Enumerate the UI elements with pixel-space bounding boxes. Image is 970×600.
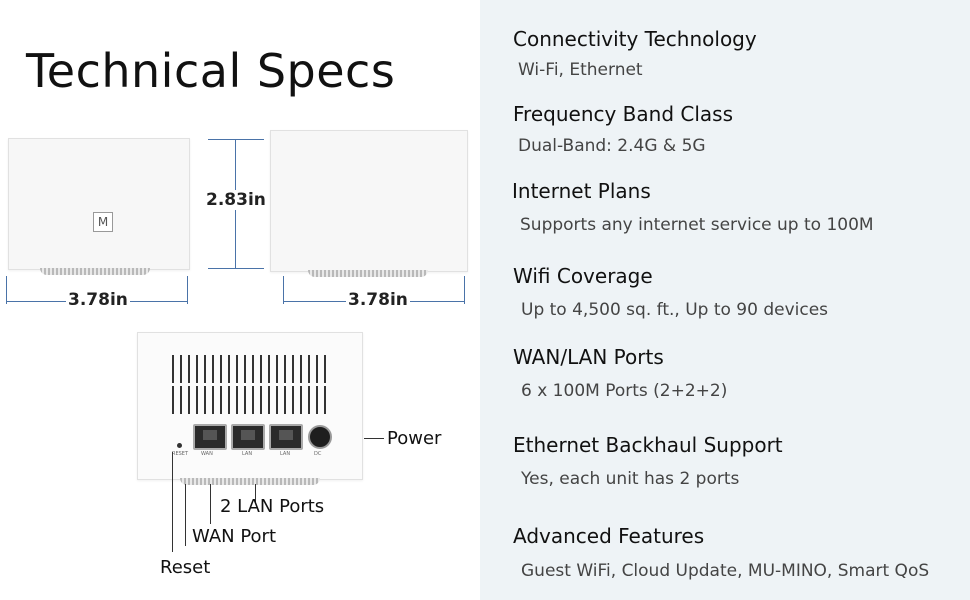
reset-callout-line — [172, 452, 173, 552]
port-label-lan: LAN — [242, 451, 253, 457]
spec-heading: Connectivity Technology — [513, 27, 757, 51]
dimension-tick — [6, 276, 7, 304]
spec-value: Wi-Fi, Ethernet — [518, 60, 643, 80]
spec-heading: Wifi Coverage — [513, 264, 653, 288]
power-callout-line — [364, 438, 384, 439]
power-callout: Power — [387, 428, 442, 449]
dimension-tick — [187, 276, 188, 304]
dc-power-jack-icon — [308, 425, 332, 449]
spec-heading: Advanced Features — [513, 524, 705, 548]
brand-logo-icon: M — [93, 212, 113, 232]
lan-ports-callout: 2 LAN Ports — [220, 496, 325, 517]
height-dimension-label: 2.83in — [204, 190, 268, 210]
side-width-dimension-label: 3.78in — [346, 290, 410, 310]
product-illustration-panel: Technical Specs M 2.83in 3.78in 3.78in R… — [0, 0, 480, 600]
front-width-dimension-label: 3.78in — [66, 290, 130, 310]
port-label-reset: RESET — [172, 451, 189, 457]
router-base-vent — [40, 268, 150, 275]
spec-heading: WAN/LAN Ports — [513, 345, 664, 369]
dimension-tick — [464, 276, 465, 304]
spec-value: 6 x 100M Ports (2+2+2) — [521, 381, 728, 401]
router-front-view — [8, 138, 190, 270]
vent-slots — [172, 386, 328, 414]
vent-slots — [172, 355, 328, 383]
lan-port-icon — [269, 424, 303, 450]
router-base-vent — [180, 478, 320, 485]
port-label-lan: LAN — [280, 451, 291, 457]
spec-heading: Ethernet Backhaul Support — [513, 433, 783, 457]
reset-hole — [177, 443, 182, 448]
spec-value: Up to 4,500 sq. ft., Up to 90 devices — [521, 300, 829, 320]
spec-value: Yes, each unit has 2 ports — [521, 469, 740, 489]
page-title: Technical Specs — [26, 44, 396, 98]
lan-callout-line — [255, 484, 256, 502]
port-label-wan: WAN — [201, 451, 213, 457]
wan-port-icon — [193, 424, 227, 450]
lan-callout-line — [210, 484, 211, 524]
spec-value: Dual-Band: 2.4G & 5G — [518, 136, 706, 156]
wan-port-callout: WAN Port — [192, 526, 276, 547]
dimension-tick — [208, 268, 264, 269]
wan-callout-line — [185, 484, 186, 546]
spec-heading: Frequency Band Class — [513, 102, 733, 126]
reset-callout: Reset — [160, 557, 211, 578]
port-label-dc: DC — [314, 451, 322, 457]
spec-value: Guest WiFi, Cloud Update, MU-MINO, Smart… — [521, 561, 930, 581]
dimension-tick — [283, 276, 284, 304]
lan-port-icon — [231, 424, 265, 450]
router-side-view — [270, 130, 468, 272]
spec-heading: Internet Plans — [512, 179, 651, 203]
router-base-vent — [308, 270, 428, 277]
dimension-tick — [208, 139, 264, 140]
spec-value: Supports any internet service up to 100M — [520, 215, 874, 235]
specs-panel: Connectivity Technology Wi-Fi, Ethernet … — [480, 0, 970, 600]
